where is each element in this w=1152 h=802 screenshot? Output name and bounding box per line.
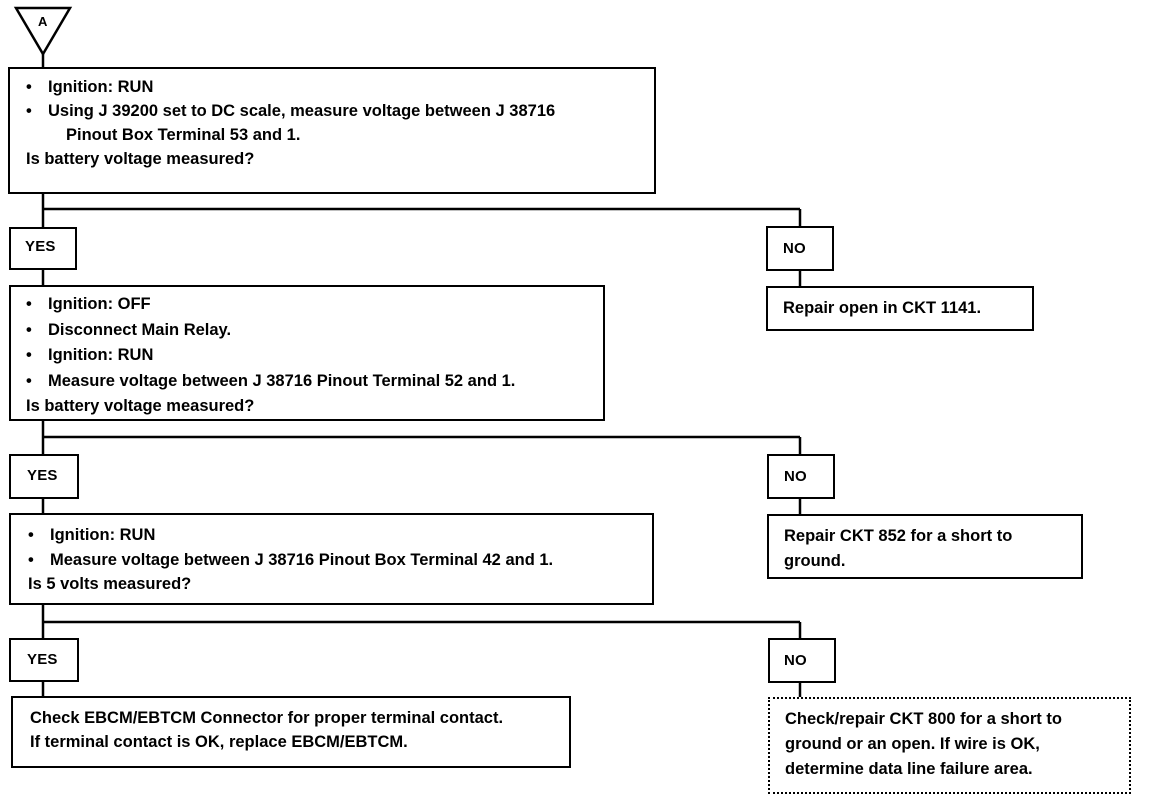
step1-no-action-text: Repair open in CKT 1141. [783,299,982,317]
step1-text: Ignition: RUN Using J 39200 set to DC sc… [26,75,555,171]
step3-no-action-box [768,697,1131,794]
step1-no-box [766,226,834,271]
step3-no-action-line: determine data line failure area. [785,760,1033,778]
step3-yes-action-line: If terminal contact is OK, replace EBCM/… [30,733,408,751]
step1-no-label: NO [783,240,806,257]
step3-yes-action-line: Check EBCM/EBTCM Connector for proper te… [30,709,504,727]
step3-question: Is 5 volts measured? [28,575,192,593]
step2-no-box [767,454,835,499]
step2-no-action-line: Repair CKT 852 for a short to [784,527,1013,545]
step2-bullet: Disconnect Main Relay. [26,318,515,344]
step3-bullet: Ignition: RUN [28,523,553,548]
step2-question: Is battery voltage measured? [26,397,255,415]
step3-yes-action-box [11,696,571,768]
step1-question: Is battery voltage measured? [26,150,255,168]
step2-yes-label: YES [27,467,58,484]
step3-text: Ignition: RUN Measure voltage between J … [28,523,553,597]
step3-no-label: NO [784,652,807,669]
step2-no-action-box [767,514,1083,579]
step3-yes-action-text: Check EBCM/EBTCM Connector for proper te… [30,706,503,754]
step3-no-action-line: ground or an open. If wire is OK, [785,735,1040,753]
start-marker-label: A [38,14,48,29]
step1-yes-label: YES [25,238,56,255]
step2-no-action-line: ground. [784,552,846,570]
start-marker-triangle [13,6,73,57]
step2-no-action-text: Repair CKT 852 for a short to ground. [784,524,1012,574]
step1-yes-box [9,227,77,270]
step1-no-action-box [766,286,1034,331]
step1-bullet: Using J 39200 set to DC scale, measure v… [26,99,555,123]
step2-text: Ignition: OFF Disconnect Main Relay. Ign… [26,292,515,420]
step1-continuation: Pinout Box Terminal 53 and 1. [66,126,301,144]
step2-no-label: NO [784,468,807,485]
step2-bullet: Measure voltage between J 38716 Pinout T… [26,369,515,395]
step1-bullet: Ignition: RUN [26,75,555,99]
step2-yes-box [9,454,79,499]
step3-no-action-line: Check/repair CKT 800 for a short to [785,710,1062,728]
step3-no-box [768,638,836,683]
step2-bullet: Ignition: OFF [26,292,515,318]
step3-no-action-text: Check/repair CKT 800 for a short to grou… [785,707,1062,782]
step3-bullet: Measure voltage between J 38716 Pinout B… [28,548,553,573]
step3-yes-box [9,638,79,682]
step3-yes-label: YES [27,651,58,668]
step2-bullet: Ignition: RUN [26,343,515,369]
